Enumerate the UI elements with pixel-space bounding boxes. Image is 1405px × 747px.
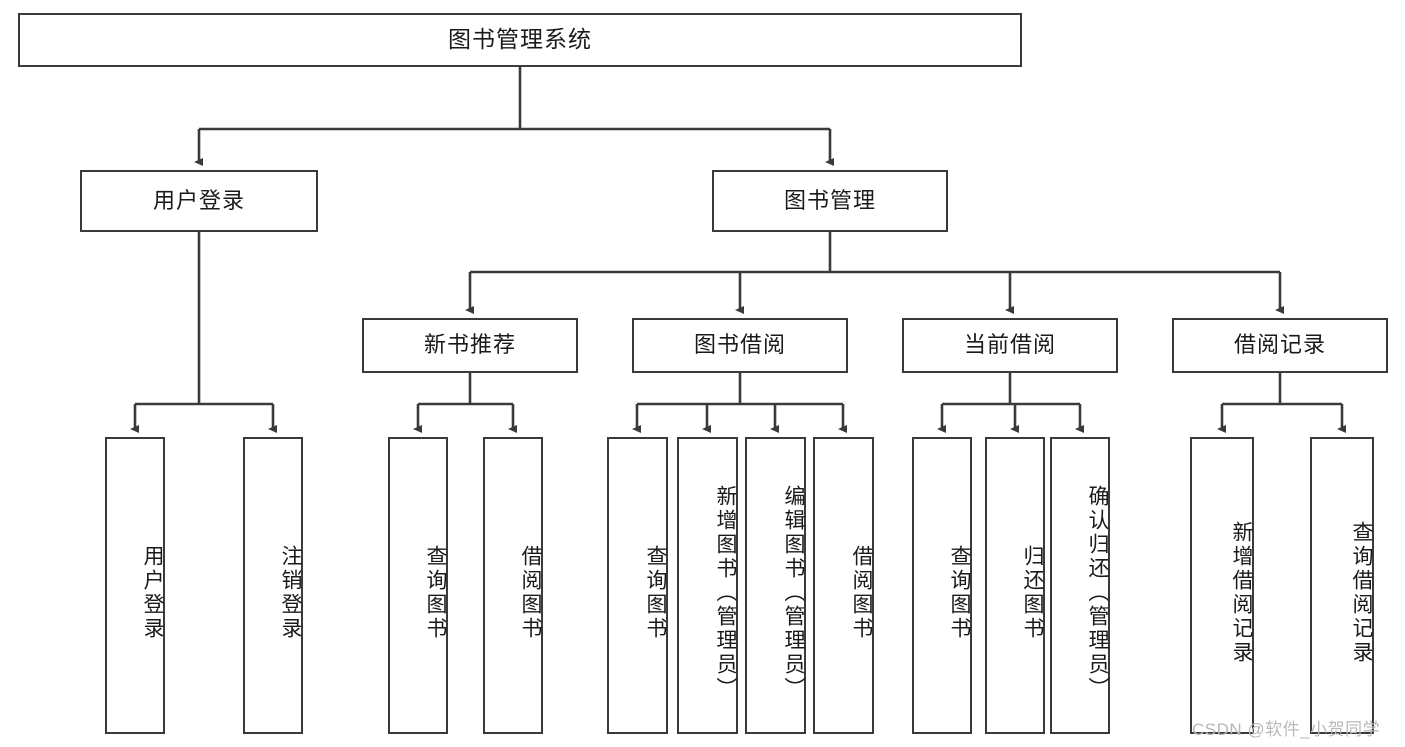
node-label: 用户登录: [141, 544, 164, 641]
node-label: 编辑图书（管理员）: [782, 484, 805, 701]
leaf-current-borrow-query-book[interactable]: 查询图书: [912, 437, 972, 734]
node-label: 借阅记录: [1233, 332, 1326, 358]
leaf-user-login-login[interactable]: 用户登录: [105, 437, 165, 734]
node-label: 新增借阅记录: [1230, 520, 1253, 665]
node-label: 图书借阅: [693, 332, 786, 358]
leaf-book-borrow-edit-book-admin[interactable]: 编辑图书（管理员）: [745, 437, 806, 734]
node-label: 借阅图书: [519, 544, 542, 641]
node-label: 查询图书: [644, 544, 667, 641]
node-label: 查询图书: [424, 544, 447, 641]
leaf-user-login-logout[interactable]: 注销登录: [243, 437, 303, 734]
leaf-borrow-record-query-record[interactable]: 查询借阅记录: [1310, 437, 1374, 734]
node-label: 查询借阅记录: [1350, 520, 1373, 665]
node-label: 确认归还（管理员）: [1086, 484, 1109, 701]
node-root-book-management-system[interactable]: 图书管理系统: [18, 13, 1022, 67]
node-label: 用户登录: [152, 187, 245, 213]
node-borrow-record[interactable]: 借阅记录: [1172, 318, 1388, 373]
node-label: 注销登录: [279, 544, 302, 641]
node-label: 新增图书（管理员）: [714, 484, 737, 701]
leaf-current-borrow-return-book[interactable]: 归还图书: [985, 437, 1045, 734]
node-book-borrow[interactable]: 图书借阅: [632, 318, 848, 373]
leaf-book-borrow-query-book[interactable]: 查询图书: [607, 437, 668, 734]
node-label: 图书管理: [783, 187, 876, 213]
leaf-new-book-query-book[interactable]: 查询图书: [388, 437, 448, 734]
node-label: 当前借阅: [963, 332, 1056, 358]
node-current-borrow[interactable]: 当前借阅: [902, 318, 1118, 373]
leaf-new-book-borrow-book[interactable]: 借阅图书: [483, 437, 543, 734]
leaf-book-borrow-borrow-book[interactable]: 借阅图书: [813, 437, 874, 734]
node-label: 查询图书: [948, 544, 971, 641]
node-book-management[interactable]: 图书管理: [712, 170, 948, 232]
node-new-book-recommend[interactable]: 新书推荐: [362, 318, 578, 373]
leaf-borrow-record-add-record[interactable]: 新增借阅记录: [1190, 437, 1254, 734]
leaf-book-borrow-add-book-admin[interactable]: 新增图书（管理员）: [677, 437, 738, 734]
node-label: 新书推荐: [423, 332, 516, 358]
node-label: 归还图书: [1021, 544, 1044, 641]
node-label: 借阅图书: [850, 544, 873, 641]
leaf-current-borrow-confirm-return-admin[interactable]: 确认归还（管理员）: [1050, 437, 1110, 734]
node-user-login[interactable]: 用户登录: [80, 170, 318, 232]
node-label: 图书管理系统: [448, 26, 592, 53]
csdn-watermark: CSDN @软件_小贺同学: [1192, 720, 1381, 739]
